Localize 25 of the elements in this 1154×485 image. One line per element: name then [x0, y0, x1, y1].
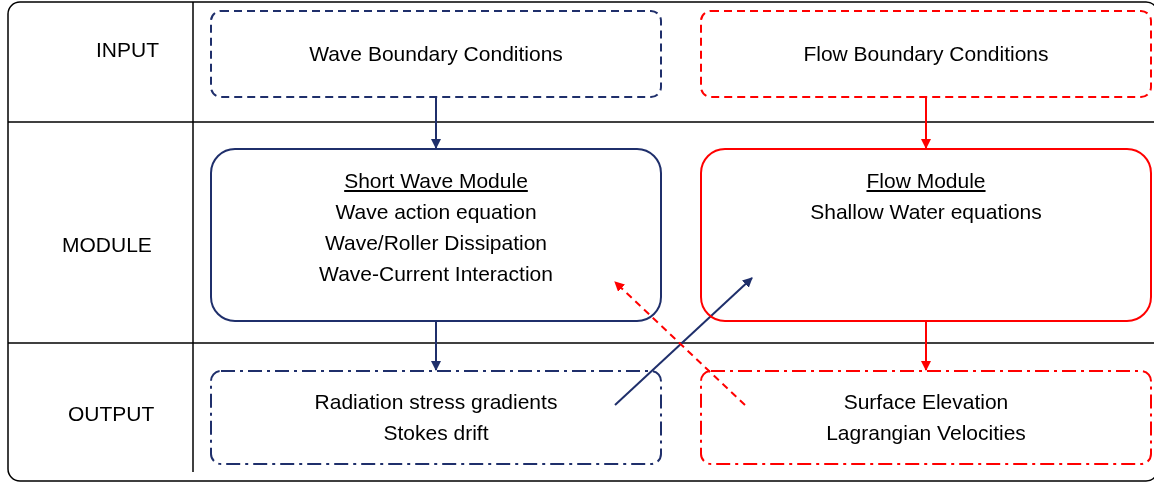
module-box — [210, 148, 662, 322]
box-text: Flow Boundary Conditions — [803, 41, 1049, 67]
box-text: Lagrangian Velocities — [826, 420, 1026, 446]
input-box — [210, 10, 662, 98]
arrow — [431, 321, 441, 371]
box-text: Shallow Water equations — [810, 199, 1042, 225]
arrow — [921, 321, 931, 371]
box-text: Wave action equation — [335, 199, 537, 225]
input-box — [700, 10, 1152, 98]
box-text: Wave Boundary Conditions — [309, 41, 563, 67]
box-text: Wave-Current Interaction — [319, 261, 553, 287]
arrow — [921, 97, 931, 149]
output-box — [700, 370, 1152, 465]
module-title: Flow Module — [866, 168, 986, 194]
box-text: Radiation stress gradients — [314, 389, 558, 415]
module-box — [700, 148, 1152, 322]
module-title: Short Wave Module — [344, 168, 528, 194]
box-text: Stokes drift — [383, 420, 489, 446]
row-label: MODULE — [62, 233, 152, 257]
row-label: INPUT — [96, 38, 159, 62]
output-box — [210, 370, 662, 465]
box-text: Surface Elevation — [843, 389, 1009, 415]
row-label: OUTPUT — [68, 402, 155, 426]
arrow — [431, 97, 441, 149]
box-text: Wave/Roller Dissipation — [324, 230, 548, 256]
